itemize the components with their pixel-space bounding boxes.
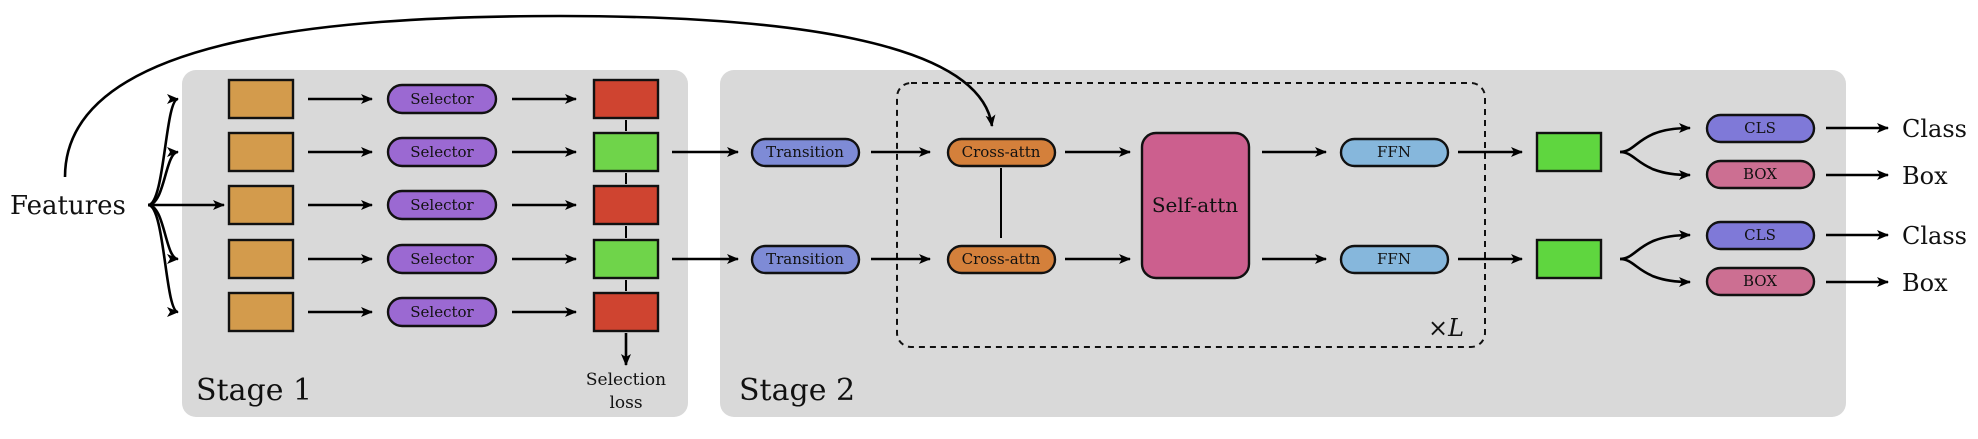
box-head-pill [1705, 159, 1816, 190]
box-head-label: BOX [1743, 165, 1777, 183]
selection-loss-label-1: Selection [586, 370, 666, 390]
box-output-label: Box [1902, 162, 1948, 190]
cls-head-pill [1705, 113, 1816, 144]
selector-label: Selector [410, 303, 474, 321]
cls-head-label: CLS [1744, 119, 1776, 137]
selection-block-rejected [592, 78, 660, 120]
stage2-title: Stage 2 [739, 373, 855, 408]
stage1-title: Stage 1 [196, 373, 312, 408]
feature-block [227, 184, 295, 226]
box-head-pill [1705, 266, 1816, 297]
stage1-rows: Selector Selector Selector Selector Sele… [227, 78, 666, 413]
output-query-block [1535, 238, 1603, 280]
selector-pill [386, 243, 498, 275]
cross-attn-label: Cross-attn [962, 143, 1041, 161]
class-output-label: Class [1902, 115, 1967, 143]
cross-attn-label: Cross-attn [962, 250, 1041, 268]
selection-block-rejected [592, 184, 660, 226]
box-output-label: Box [1902, 269, 1948, 297]
selector-pill [386, 189, 498, 221]
self-attn-label: Self-attn [1152, 193, 1238, 217]
ffn-label: FFN [1377, 250, 1411, 268]
selector-label: Selector [410, 90, 474, 108]
transition-pill [750, 137, 861, 168]
selector-pill [386, 136, 498, 168]
selection-loss-label-2: loss [609, 393, 642, 413]
selector-label: Selector [410, 196, 474, 214]
cross-attn-pill [946, 137, 1057, 168]
cls-head-pill [1705, 220, 1816, 251]
ffn-pill [1339, 137, 1450, 168]
cross-attn-pill [946, 244, 1057, 275]
cls-head-label: CLS [1744, 226, 1776, 244]
class-output-label: Class [1902, 222, 1967, 250]
selector-label: Selector [410, 143, 474, 161]
features-to-cross-attn-arc [63, 14, 996, 178]
box-head-label: BOX [1743, 272, 1777, 290]
self-attn-block [1140, 131, 1251, 280]
features-fanout [147, 94, 225, 317]
stage2-panel [720, 70, 1846, 417]
feature-block [227, 238, 295, 280]
transition-pill [750, 244, 861, 275]
stage1-panel [182, 70, 688, 417]
ffn-pill [1339, 244, 1450, 275]
transition-label: Transition [766, 250, 844, 268]
feature-block [227, 291, 295, 333]
transition-label: Transition [766, 143, 844, 161]
selector-pill [386, 296, 498, 328]
selector-pill [386, 83, 498, 115]
selection-block-rejected [592, 291, 660, 333]
feature-block [227, 78, 295, 120]
output-query-block [1535, 131, 1603, 173]
selection-block-selected [592, 131, 660, 173]
ffn-label: FFN [1377, 143, 1411, 161]
selector-label: Selector [410, 250, 474, 268]
repeat-label: ×L [1428, 314, 1464, 342]
features-label: Features [10, 191, 126, 221]
selection-block-selected [592, 238, 660, 280]
feature-block [227, 131, 295, 173]
repeat-block [896, 82, 1486, 348]
